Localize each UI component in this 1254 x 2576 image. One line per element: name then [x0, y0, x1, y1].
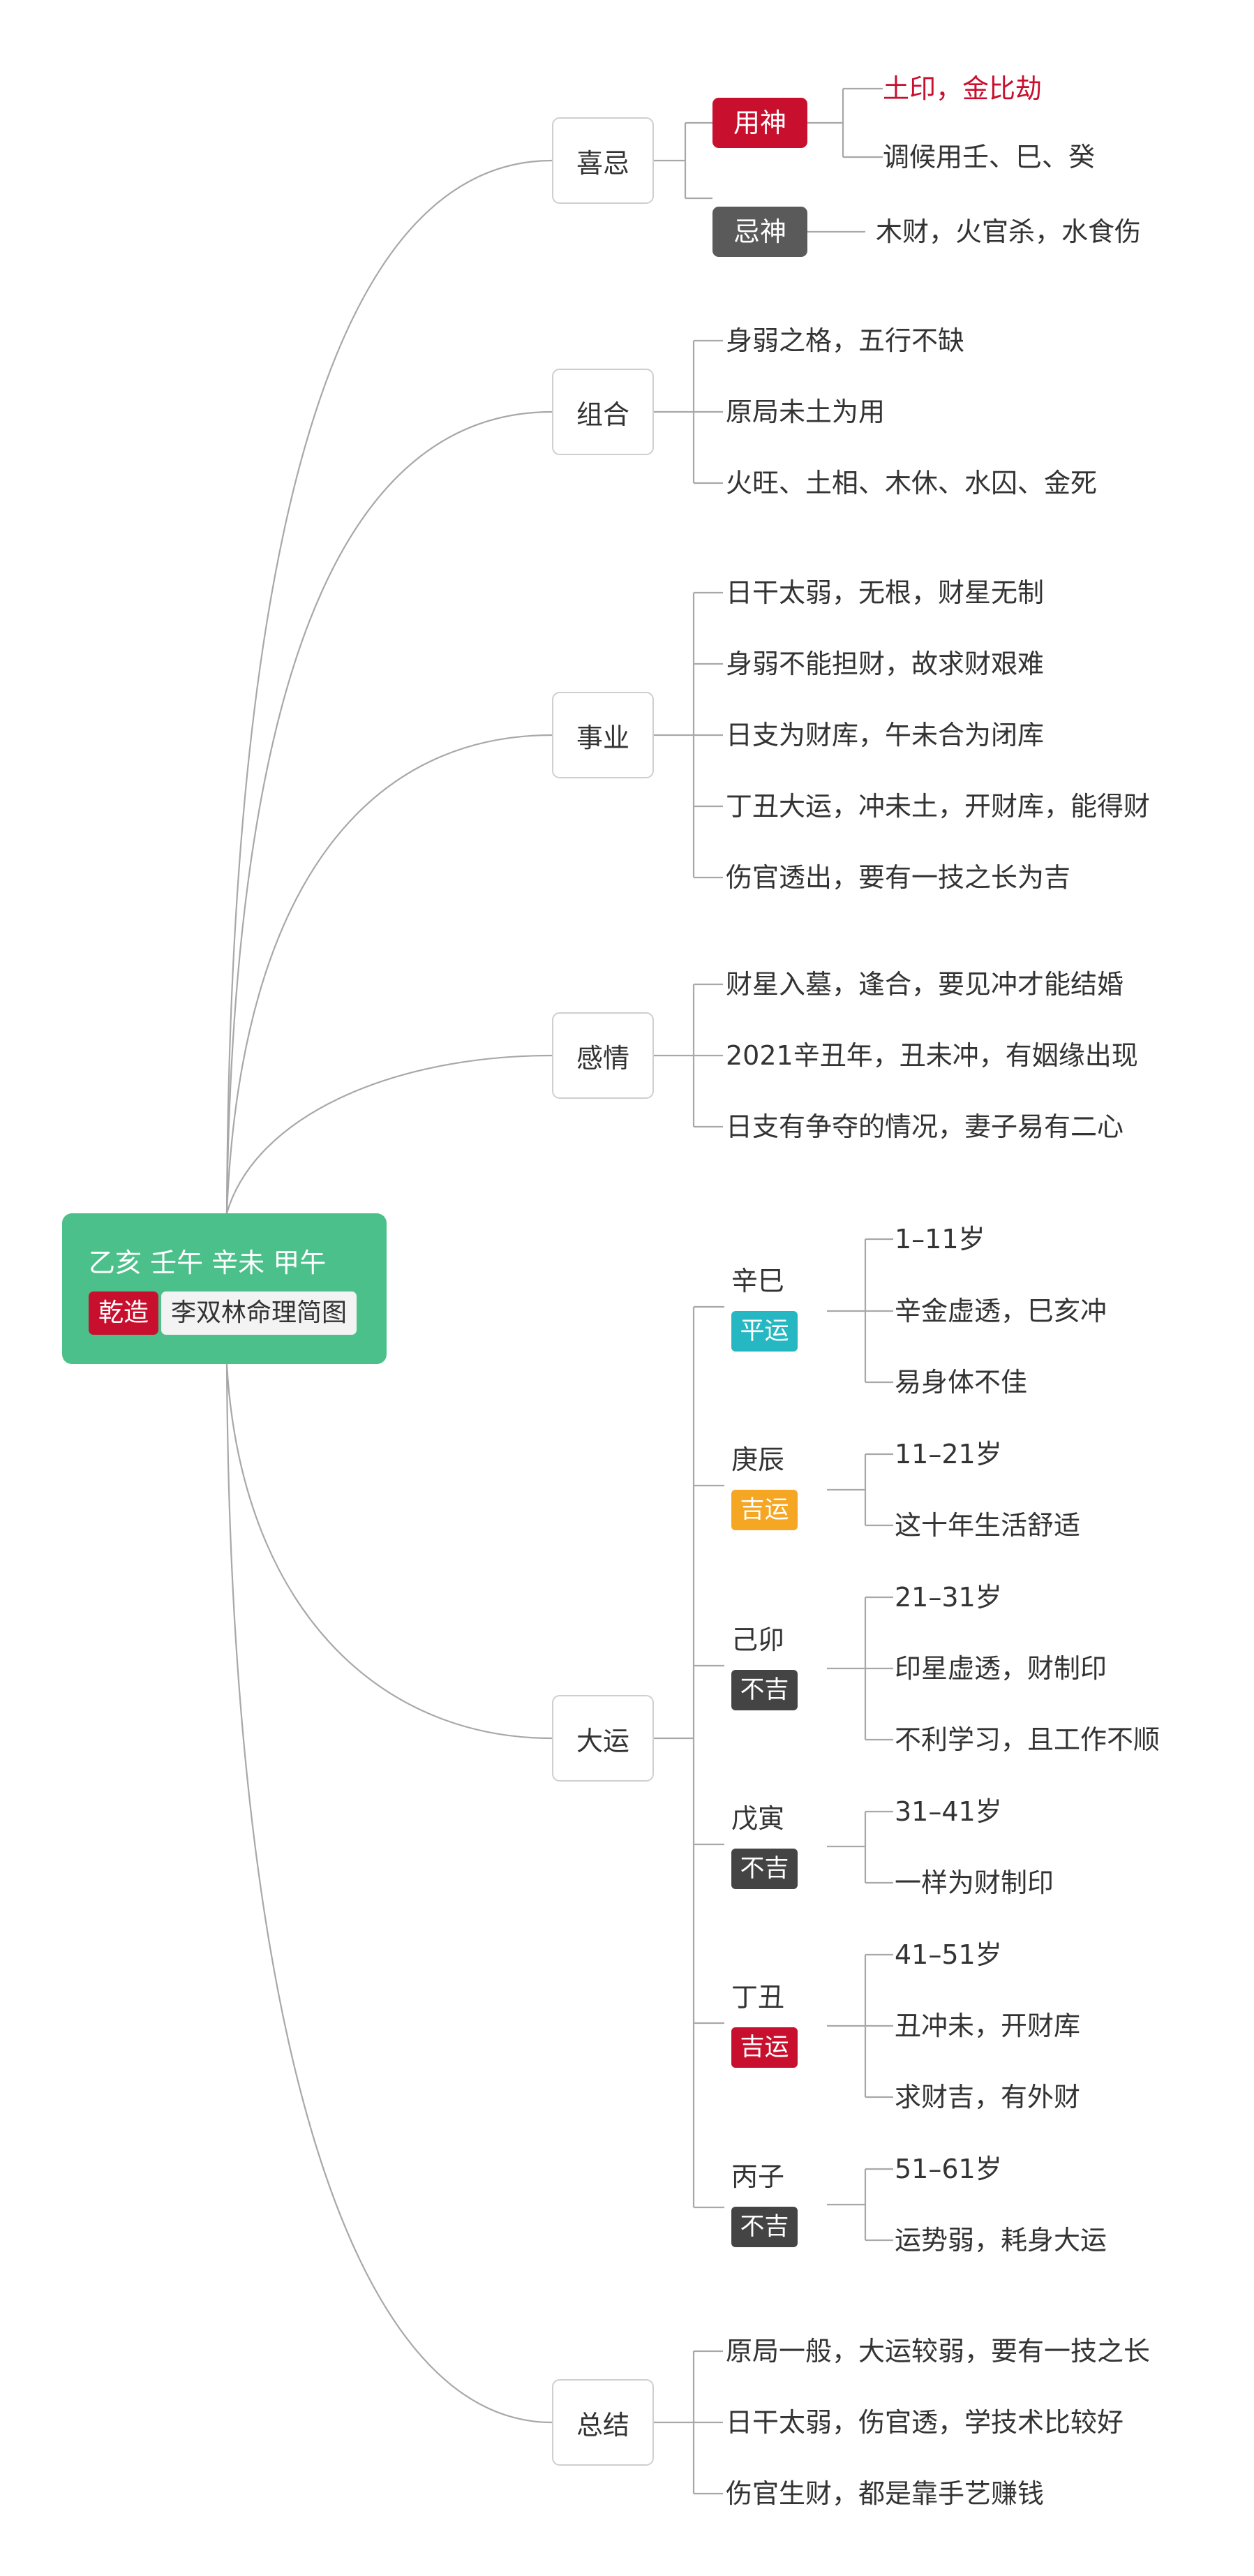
dayun-item: 印星虚透，财制印 [895, 1653, 1107, 1684]
node-ganqing[interactable]: 感情 [552, 1012, 654, 1099]
dayun-item: 不利学习，且工作不顺 [895, 1724, 1160, 1755]
subject-tag: 李双林命理简图 [161, 1291, 357, 1335]
dayun-item: 这十年生活舒适 [895, 1510, 1081, 1541]
dayun-item: 1–11岁 [895, 1224, 985, 1254]
zongjie-item: 原局一般，大运较弱，要有一技之长 [726, 2336, 1151, 2367]
dayun-item: 求财吉，有外财 [895, 2082, 1081, 2112]
shiye-item: 丁丑大运，冲未土，开财库，能得财 [726, 791, 1151, 822]
yongshen-item: 土印，金比劫 [883, 73, 1043, 104]
link-dayun-5 [827, 2168, 893, 2242]
dayun-item: 41–51岁 [895, 1939, 1002, 1970]
shiye-item: 日干太弱，无根，财星无制 [726, 577, 1045, 608]
link-dayun-0 [827, 1238, 893, 1384]
link-root-xiji [225, 159, 553, 1214]
dayun-item: 51–61岁 [895, 2154, 1002, 2184]
jishen-item: 木财，火官杀，水食伤 [876, 216, 1142, 247]
dayun-badge: 吉运 [731, 1490, 798, 1530]
yongshen-item: 调候用壬、巳、癸 [883, 142, 1096, 172]
dayun-item: 21–31岁 [895, 1582, 1002, 1613]
link-root-ganqing [225, 1054, 553, 1214]
link-ganqing [654, 983, 723, 1128]
zuhe-item: 身弱之格，五行不缺 [726, 325, 965, 356]
link-root-shiye [225, 734, 553, 1214]
dayun-period-name[interactable]: 丁丑 [731, 1982, 785, 2013]
dayun-period-name[interactable]: 庚辰 [731, 1444, 785, 1475]
dayun-period-name[interactable]: 戊寅 [731, 1803, 785, 1834]
node-dayun[interactable]: 大运 [552, 1695, 654, 1782]
dayun-badge: 不吉 [731, 1670, 798, 1710]
root-node[interactable]: 乙亥 壬午 辛未 甲午 乾造 李双林命理简图 [62, 1213, 387, 1364]
ganqing-item: 2021辛丑年，丑未冲，有姻缘出现 [726, 1040, 1138, 1071]
link-dayun-1 [827, 1453, 893, 1527]
dayun-item: 运势弱，耗身大运 [895, 2225, 1107, 2256]
node-yongshen[interactable]: 用神 [712, 98, 807, 148]
link-zongjie [654, 2350, 723, 2495]
link-dayun [654, 1305, 724, 2209]
dayun-item: 辛金虚透，巳亥冲 [895, 1296, 1107, 1326]
ganqing-item: 日支有争夺的情况，妻子易有二心 [726, 1111, 1124, 1142]
zongjie-item: 伤官生财，都是靠手艺赚钱 [726, 2478, 1045, 2509]
link-dayun-2 [827, 1596, 893, 1741]
node-zongjie[interactable]: 总结 [552, 2379, 654, 2466]
ganqing-item: 财星入墓，逢合，要见冲才能结婚 [726, 969, 1124, 1000]
link-yongshen [807, 87, 883, 158]
zuhe-item: 原局未土为用 [726, 397, 886, 427]
node-zuhe[interactable]: 组合 [552, 369, 654, 455]
dayun-item: 易身体不佳 [895, 1367, 1028, 1398]
dayun-badge: 不吉 [731, 1849, 798, 1889]
node-xiji[interactable]: 喜忌 [552, 117, 654, 204]
dayun-item: 一样为财制印 [895, 1867, 1054, 1898]
link-shiye [654, 591, 723, 879]
dayun-period-name[interactable]: 辛巳 [731, 1266, 785, 1296]
shiye-item: 伤官透出，要有一技之长为吉 [726, 862, 1071, 893]
dayun-badge: 不吉 [731, 2207, 798, 2247]
shiye-item: 日支为财库，午未合为闭库 [726, 720, 1045, 750]
dayun-badge: 吉运 [731, 2027, 798, 2068]
dayun-period-name[interactable]: 丙子 [731, 2161, 785, 2192]
dayun-period-name[interactable]: 己卯 [731, 1624, 785, 1655]
dayun-item: 11–21岁 [895, 1439, 1002, 1470]
dayun-item: 31–41岁 [895, 1796, 1002, 1827]
zuhe-item: 火旺、土相、木休、水囚、金死 [726, 468, 1098, 498]
gender-tag: 乾造 [89, 1291, 159, 1335]
link-zuhe [654, 339, 723, 484]
link-root-zongjie [225, 1363, 553, 2424]
link-root-zuhe [225, 410, 553, 1214]
link-xiji [654, 121, 712, 200]
dayun-item: 丑冲未，开财库 [895, 2011, 1081, 2041]
node-jishen[interactable]: 忌神 [712, 207, 807, 257]
link-root-dayun [225, 1363, 553, 1740]
link-dayun-3 [827, 1810, 893, 1884]
zongjie-item: 日干太弱，伤官透，学技术比较好 [726, 2407, 1124, 2438]
shiye-item: 身弱不能担财，故求财艰难 [726, 649, 1045, 679]
root-title: 乙亥 壬午 辛未 甲午 [89, 1248, 327, 1278]
dayun-badge: 平运 [731, 1311, 798, 1352]
node-shiye[interactable]: 事业 [552, 692, 654, 778]
link-dayun-4 [827, 1953, 893, 2098]
